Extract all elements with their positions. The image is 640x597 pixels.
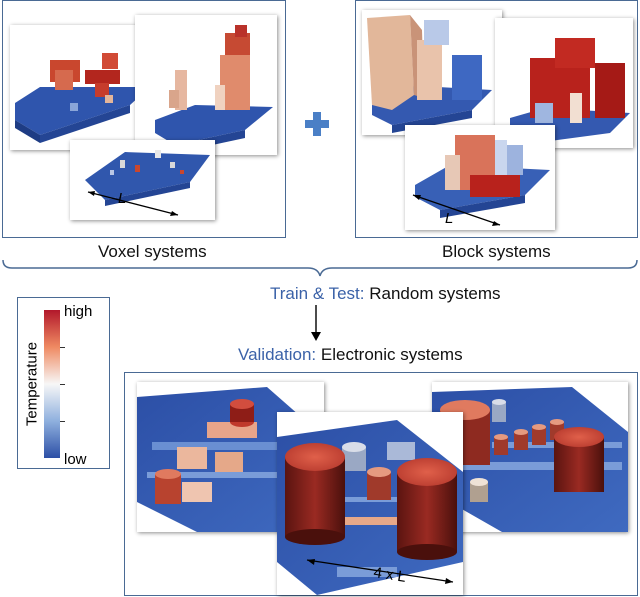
voxel-system-image-1	[10, 25, 155, 150]
validation-prefix: Validation:	[238, 345, 317, 364]
colorbar-tick-2	[60, 384, 65, 385]
train-test-prefix: Train & Test:	[270, 284, 365, 303]
block-system-image-1	[362, 10, 502, 135]
colorbar-tick-3	[60, 421, 65, 422]
block-systems-caption: Block systems	[442, 242, 551, 261]
legend-high-label: high	[64, 303, 93, 320]
train-test-text: Random systems	[369, 284, 501, 303]
voxel-dimension-label: L	[118, 190, 127, 207]
voxel-systems-caption: Voxel systems	[98, 242, 207, 261]
voxel-system-image-2	[135, 15, 277, 155]
temperature-colorbar	[44, 310, 60, 458]
block-system-image-3: L	[405, 125, 555, 230]
train-test-line: Train & Test: Random systems	[270, 284, 501, 304]
legend-low-label: low	[64, 451, 87, 468]
legend-title: Temperature	[23, 341, 41, 427]
colorbar-tick-1	[60, 347, 65, 348]
validation-text: Electronic systems	[320, 345, 463, 364]
plus-icon	[305, 112, 329, 136]
electronic-system-image-3	[432, 382, 628, 532]
down-arrow-icon	[311, 305, 321, 341]
voxel-system-image-3: L	[70, 140, 215, 220]
temperature-legend	[17, 297, 110, 469]
grouping-brace	[2, 259, 638, 277]
electronic-system-image-2: 4 x L	[277, 412, 463, 595]
validation-line: Validation: Electronic systems	[238, 345, 463, 365]
block-dimension-label: L	[445, 210, 454, 227]
